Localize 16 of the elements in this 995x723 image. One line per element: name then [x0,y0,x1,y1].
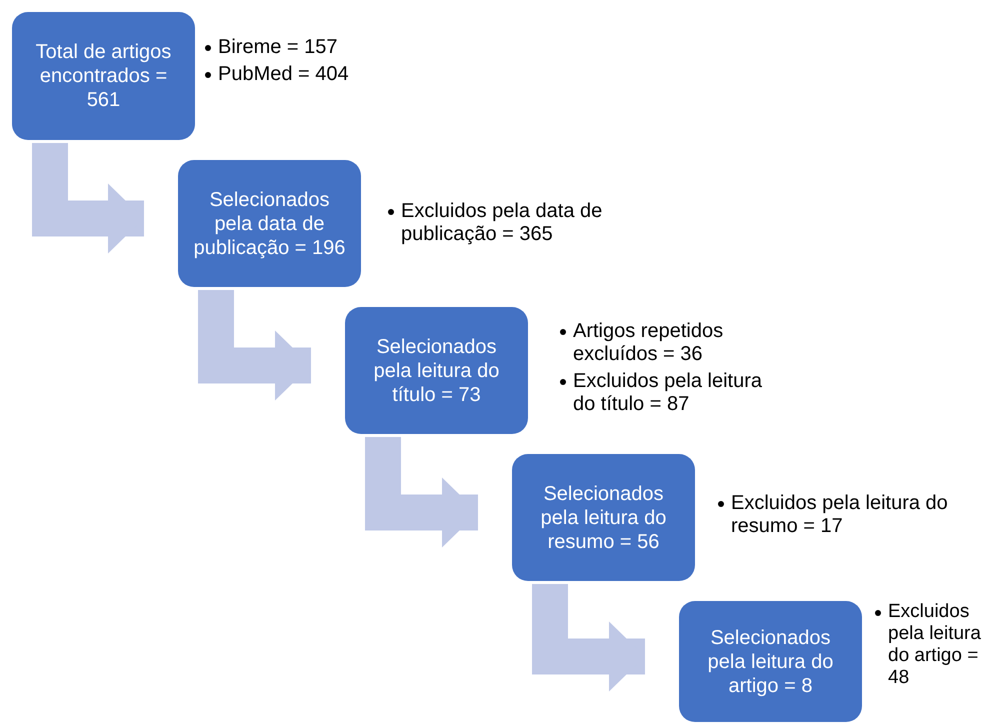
note-text: Artigos repetidos excluídos = 36 [573,320,724,366]
note-text: Excluidos pela leitura do artigo = 48 [888,601,982,689]
bent-arrow [365,437,478,548]
process-box: Selecionados pela leitura do título = 73 [345,307,528,434]
note-text: Bireme = 157 [218,36,338,59]
bent-arrow [32,143,144,254]
note-text: PubMed = 404 [218,63,349,86]
process-box: Selecionados pela data de publicação = 196 [178,160,361,287]
bent-arrow [198,290,311,400]
process-box: Selecionados pela leitura do resumo = 56 [512,454,695,581]
process-box: Total de artigos encontrados = 561 [12,12,195,140]
note-text: Excluidos pela leitura do título = 87 [573,370,763,416]
note-text: Excluidos pela data de publicação = 365 [401,200,604,246]
note-text: Excluidos pela leitura do resumo = 17 [731,492,949,538]
bent-arrow [532,584,645,692]
process-box: Selecionados pela leitura do artigo = 8 [679,601,862,722]
